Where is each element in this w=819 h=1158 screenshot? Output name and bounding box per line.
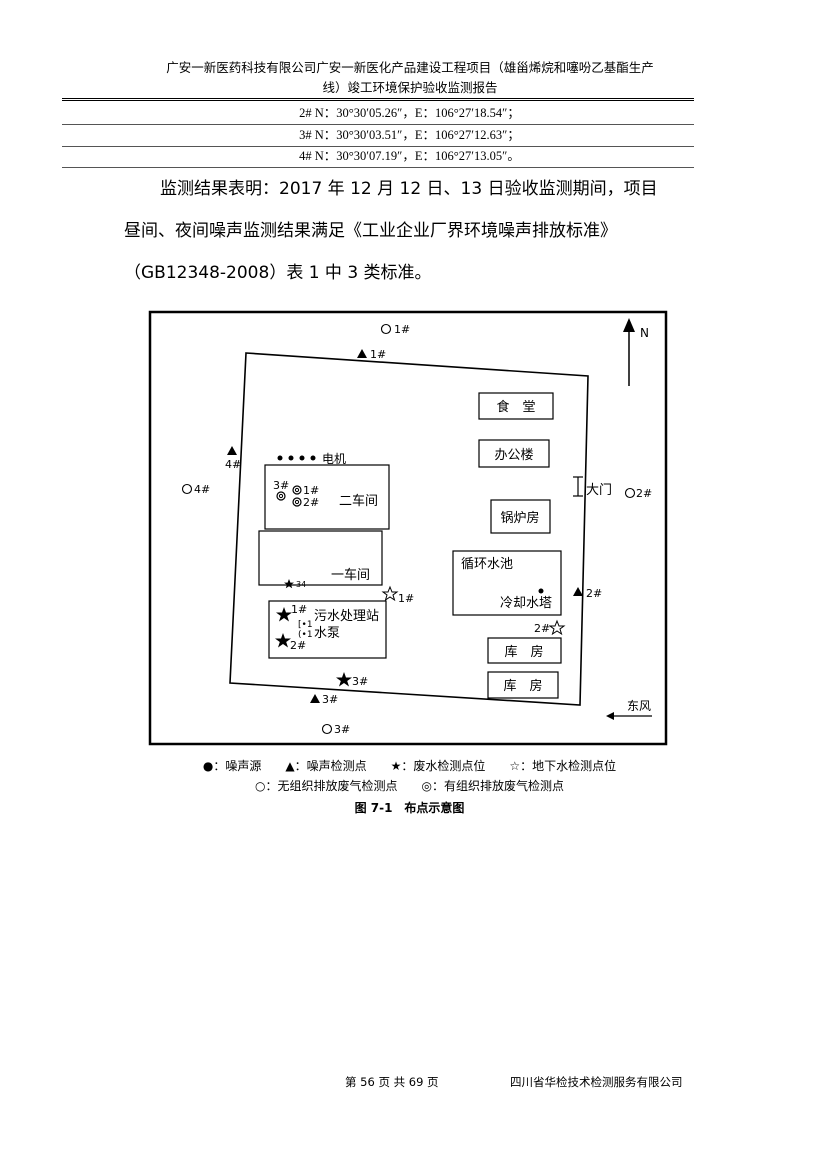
header-rule — [62, 98, 694, 99]
site-boundary — [229, 352, 589, 706]
workshop1-building — [258, 530, 383, 586]
workshop2-building — [264, 464, 390, 530]
north-label: N — [640, 326, 649, 340]
groundwater-label-1: 1# — [398, 592, 414, 605]
motor-label: 电机 — [322, 452, 346, 466]
unorganized-exhaust-point-icon — [321, 723, 333, 735]
noise-point-icon — [357, 349, 367, 358]
exhaust-label-3: 3# — [273, 479, 289, 492]
boiler-building — [490, 499, 551, 534]
row-divider — [62, 124, 694, 125]
wastewater-point-icon — [275, 633, 291, 648]
result-paragraph-line2: 昼间、夜间噪声监测结果满足《工业企业厂界环境噪声排放标准》 — [124, 221, 617, 241]
gate-label: 大门 — [586, 483, 612, 498]
boiler-label: 锅炉房 — [500, 510, 539, 526]
report-header-line1: 广安一新医药科技有限公司广安一新医化产品建设工程项目（雄甾烯烷和噻吩乙基酯生产 — [166, 60, 654, 75]
figure-caption: 图 7-1 布点示意图 — [354, 801, 465, 815]
workshop2-label: 二车间 — [339, 493, 378, 509]
unorganized-label-3: 3# — [334, 723, 350, 736]
result-paragraph-line1: 监测结果表明：2017 年 12 月 12 日、13 日验收监测期间，项目 — [160, 179, 658, 199]
svg-text:[•1: [•1 — [298, 620, 313, 630]
report-header-line2: 线）竣工环境保护验收监测报告 — [322, 80, 498, 95]
wastewater-point-icon — [336, 672, 352, 687]
gate-marker-icon — [573, 476, 583, 497]
pump-noise-source-icon: [•1 (•1 — [298, 620, 313, 640]
workshop1-label: 一车间 — [331, 567, 370, 583]
organized-exhaust-point-icon — [292, 485, 302, 495]
organized-exhaust-point-icon — [292, 497, 302, 507]
wastewater-label-3: 3# — [352, 675, 368, 688]
wastewater-label-34: 34 — [296, 580, 306, 589]
organized-exhaust-point-icon — [276, 491, 286, 501]
wastewater-label-1: 1# — [291, 603, 307, 616]
result-paragraph-line3: （GB12348-2008）表 1 中 3 类标准。 — [124, 263, 432, 283]
noise-label-3: 3# — [322, 693, 338, 706]
unorganized-exhaust-point-icon — [181, 483, 193, 495]
office-label: 办公楼 — [494, 448, 533, 463]
storage2-label: 库 房 — [503, 678, 542, 694]
motor-noise-source-icon — [277, 455, 316, 461]
canteen-building — [478, 392, 554, 420]
coordinate-row: 3# N：30°30′03.51″，E：106°27′12.63″； — [299, 128, 520, 142]
exhaust-label-2: 2# — [303, 496, 319, 509]
coordinate-row: 2# N：30°30′05.26″，E：106°27′18.54″； — [299, 106, 520, 120]
svg-text:(•1: (•1 — [298, 630, 313, 640]
map-frame — [148, 310, 668, 746]
coordinate-row: 4# N：30°30′07.19″，E：106°27′13.05″。 — [299, 149, 520, 163]
noise-label-1: 1# — [370, 348, 386, 361]
cooling-tower-noise-source-icon — [538, 588, 544, 594]
exhaust-label-1: 1# — [303, 484, 319, 497]
groundwater-label-2: 2# — [534, 622, 550, 635]
sewage-station-building — [268, 600, 387, 659]
unorganized-exhaust-point-icon — [624, 487, 636, 499]
footer-company: 四川省华检技术检测服务有限公司 — [510, 1075, 683, 1089]
map-legend-line1: ●：噪声源 ▲：噪声检测点 ★：废水检测点位 ☆：地下水检测点位 — [202, 759, 617, 773]
row-divider — [62, 167, 694, 168]
storage1-label: 库 房 — [504, 644, 543, 660]
noise-point-icon — [227, 446, 237, 455]
office-building — [478, 439, 550, 468]
storage2-building — [487, 671, 559, 699]
wastewater-label-2: 2# — [290, 639, 306, 652]
canteen-label: 食 堂 — [496, 399, 535, 415]
tower-label: 冷却水塔 — [500, 596, 552, 611]
circulating-pool-building — [452, 550, 562, 616]
unorganized-exhaust-point-icon — [380, 323, 392, 335]
wind-arrow-icon — [606, 712, 652, 720]
unorganized-label-4: 4# — [194, 483, 210, 496]
north-arrow-icon — [623, 318, 635, 386]
wastewater-point-icon — [284, 579, 294, 589]
row-divider — [62, 146, 694, 147]
map-legend-line2: ○：无组织排放废气检测点 ◎：有组织排放废气检测点 — [255, 779, 564, 793]
noise-label-2: 2# — [586, 587, 602, 600]
storage1-building — [487, 637, 562, 664]
unorganized-label-2: 2# — [636, 487, 652, 500]
groundwater-point-icon — [548, 619, 566, 636]
noise-label-4: 4# — [225, 458, 241, 471]
groundwater-point-icon — [381, 585, 399, 602]
header-rule-secondary — [62, 100, 694, 101]
noise-point-icon — [310, 694, 320, 703]
sewage-station-label: 污水处理站 — [314, 609, 379, 624]
unorganized-label-1: 1# — [394, 323, 410, 336]
pump-label: 水泵 — [314, 626, 340, 641]
noise-point-icon — [573, 587, 583, 596]
wastewater-point-icon — [276, 607, 292, 622]
page-number: 第 56 页 共 69 页 — [345, 1075, 439, 1089]
pool-label: 循环水池 — [461, 557, 513, 572]
wind-label: 东风 — [627, 699, 651, 713]
